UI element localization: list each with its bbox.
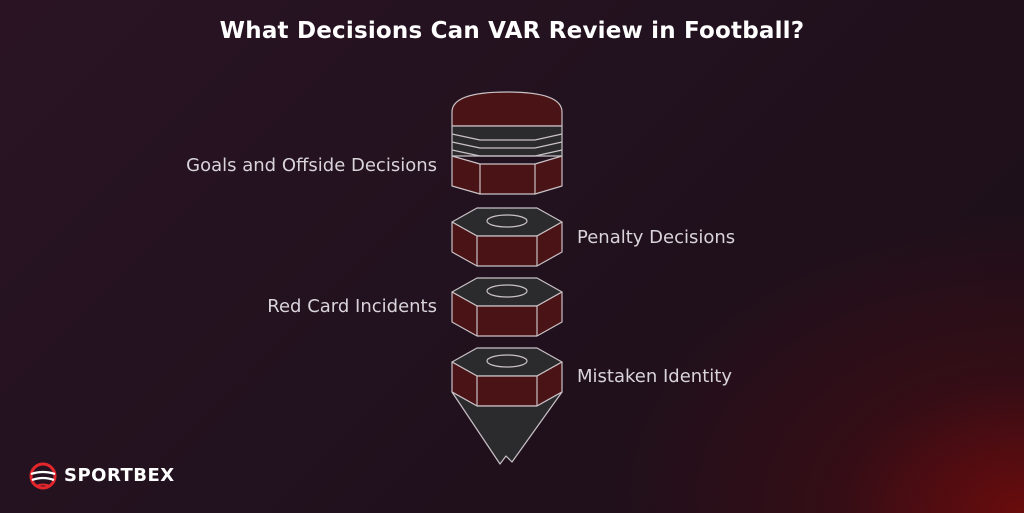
brand-name: SPORTBEX bbox=[64, 465, 175, 486]
segment-4-tip bbox=[451, 347, 563, 465]
stage-label-mistaken-identity: Mistaken Identity bbox=[577, 366, 732, 387]
stage-label-goals-offside: Goals and Offside Decisions bbox=[186, 155, 437, 176]
segment-cap bbox=[451, 91, 563, 195]
stage-label-red-card: Red Card Incidents bbox=[267, 296, 437, 317]
page-title: What Decisions Can VAR Review in Footbal… bbox=[219, 18, 805, 44]
segment-3 bbox=[451, 277, 563, 337]
sportbex-logo: SPORTBEX bbox=[28, 458, 175, 494]
stage-label-penalty: Penalty Decisions bbox=[577, 227, 736, 248]
sportbex-ball-icon bbox=[29, 462, 57, 490]
segment-2 bbox=[451, 207, 563, 267]
